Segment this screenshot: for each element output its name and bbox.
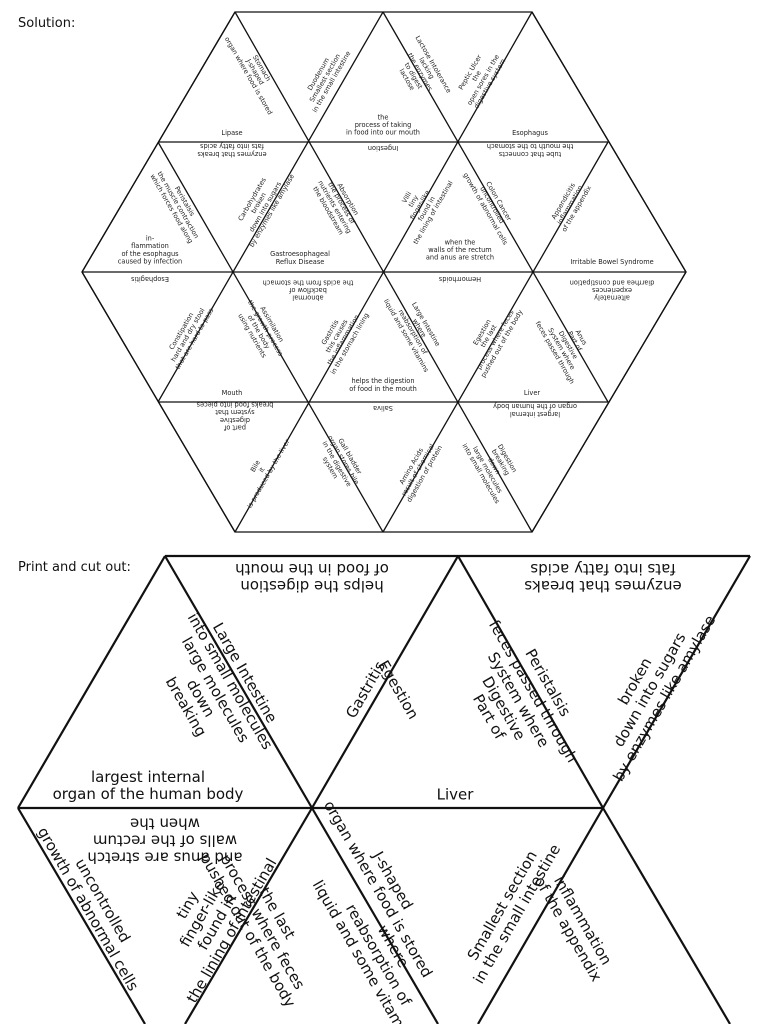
cutout-tile-when-walls-line: when the [130, 815, 200, 833]
solution-tile-t35-line: Saliva [373, 404, 393, 412]
cutout-tile-largest-internal-line: organ of the human body [53, 785, 244, 803]
solution-tile-t17-line: caused by infection [118, 257, 182, 265]
solution-tile-t7: Esophagus [512, 129, 548, 137]
solution-tile-t9: Ingestion [368, 144, 398, 152]
solution-tile-t6-line: the [378, 113, 389, 121]
solution-tile-t31-line: Mouth [222, 389, 243, 397]
solution-tile-t10-line: the mouth to the stomach [487, 142, 573, 150]
solution-tile-t34-line: system that [215, 408, 255, 416]
solution-tile-t33-line: Liver [524, 389, 540, 397]
solution-tile-t32-line: of food in the mouth [349, 385, 417, 393]
solution-tile-t8-line: fats into fatty acids [200, 142, 264, 150]
solution-tile-t34-line: part of [223, 423, 246, 431]
solution-tile-t17-line: flammation [131, 242, 169, 250]
solution-tile-t34-line: breaks food into pieces [196, 401, 273, 409]
solution-tile-t18-line: Reflux Disease [276, 258, 325, 266]
solution-tile-t19-line: and anus are stretch [426, 254, 494, 262]
cutout-tile-liver-line: Liver [437, 786, 475, 804]
solution-tile-t5: Lipase [221, 129, 242, 137]
cutout-tile-when-walls-line: and anus are stretch [87, 849, 242, 867]
solution-tile-t23: Hemorrhoids [438, 275, 481, 283]
solution-tile-t19-line: walls of the rectum [428, 246, 491, 254]
solution-tile-t37-line: it [257, 466, 266, 474]
solution-tile-t24-line: alternately [594, 294, 630, 302]
cutout-tile-enzymes-fats-line: fats into fatty acids [530, 560, 675, 578]
solution-tile-t36-line: organ of the human body [493, 402, 577, 410]
solution-tile-t33: Liver [524, 389, 540, 397]
solution-tile-t24-line: diarrhea and constipation [570, 278, 655, 286]
solution-tile-t21: Esophagitis [130, 275, 168, 283]
solution-tile-t8-line: enzymes that breaks [197, 150, 267, 158]
solution-tile-t20: Irritable Bowel Syndrome [570, 258, 653, 266]
solution-tile-t7-line: Esophagus [512, 129, 548, 137]
solution-tile-t6-line: in food into our mouth [346, 129, 420, 137]
solution-tile-t22-line: backflow of [288, 286, 326, 294]
solution-tile-t35: Saliva [373, 404, 393, 412]
solution-tile-t18-line: Gastroesophageal [270, 250, 330, 258]
solution-grid-lines [81, 11, 687, 533]
solution-tile-t5-line: Lipase [221, 129, 242, 137]
solution-heading: Solution: [18, 16, 76, 31]
cutout-tile-largest-internal-line: largest internal [91, 768, 205, 786]
solution-tile-t34-line: digestive [220, 416, 250, 424]
solution-tile-t19-line: when the [445, 238, 476, 246]
solution-tile-t31: Mouth [222, 389, 243, 397]
solution-tile-t36-line: largest internal [510, 410, 560, 418]
solution-tile-t9-line: Ingestion [368, 144, 398, 152]
solution-tile-t22-line: abnormal [292, 294, 323, 302]
solution-tile-t21-line: Esophagitis [130, 275, 168, 283]
solution-tile-t20-line: Irritable Bowel Syndrome [570, 258, 653, 266]
solution-tile-t32-line: helps the digestion [351, 377, 414, 385]
solution-tile-t17-line: in- [146, 235, 155, 243]
cutout-heading: Print and cut out: [18, 560, 131, 575]
solution-tile-t10-line: tube that connects [498, 150, 561, 158]
solution-tile-t6-line: process of taking [355, 121, 412, 129]
solution-tile-t23-line: Hemorrhoids [438, 275, 481, 283]
solution-tile-t24-line: experiences [591, 286, 632, 294]
cutout-tile-when-walls-line: walls of the rectum [93, 832, 237, 850]
cutout-tile-enzymes-fats-line: enzymes that breaks [524, 577, 682, 595]
cutout-tile-helps-digestion-line: of food in the mouth [235, 560, 389, 578]
solution-tile-t17-line: of the esophagus [121, 250, 179, 258]
cutout-tile-helps-digestion-line: helps the digestion [240, 577, 383, 595]
solution-tile-t22-line: the acids from the stomach [263, 278, 354, 286]
cutout-tile-liver: Liver [437, 786, 475, 804]
cutout-grid-lines [17, 554, 751, 1024]
